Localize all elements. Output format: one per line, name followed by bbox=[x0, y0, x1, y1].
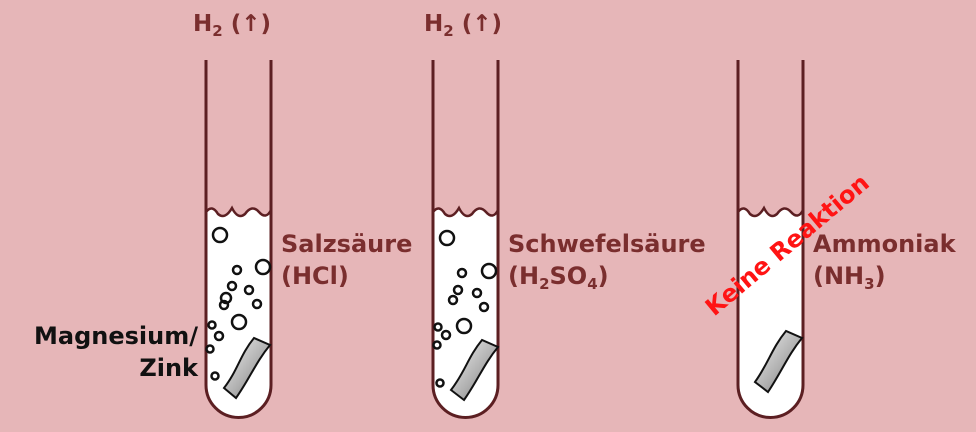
test-tube-2 bbox=[431, 60, 500, 419]
metal-label-line-1: Magnesium/ bbox=[34, 322, 198, 350]
metal-label-line-2: Zink bbox=[139, 354, 198, 382]
acid-name-1: Salzsäure bbox=[281, 230, 413, 258]
tube-2-meniscus bbox=[432, 205, 500, 218]
tube-1-glass bbox=[204, 60, 273, 419]
acid-formula-3: (NH3) bbox=[813, 262, 886, 293]
acid-formula-2: (H2SO4) bbox=[508, 262, 609, 293]
acid-name-3: Ammoniak bbox=[813, 230, 956, 258]
tube-3-liquid bbox=[738, 208, 803, 418]
tube-3-glass bbox=[736, 60, 805, 419]
acid-formula-1: (HCl) bbox=[281, 262, 349, 290]
tube-3-meniscus bbox=[737, 205, 805, 218]
tube-3-metal-strip bbox=[753, 329, 804, 394]
test-tube-1 bbox=[204, 60, 273, 419]
tube-2-glass bbox=[431, 60, 500, 419]
acid-label-tube-2: Schwefelsäure (H2SO4) bbox=[508, 228, 706, 292]
metal-label: Magnesium/ Zink bbox=[10, 320, 198, 384]
acid-name-2: Schwefelsäure bbox=[508, 230, 706, 258]
tube-1-meniscus bbox=[205, 205, 273, 218]
acid-label-tube-3: Ammoniak (NH3) bbox=[813, 228, 956, 292]
gas-label-tube-2: H2 (↑) bbox=[424, 11, 502, 40]
tube-2-bubbles bbox=[432, 229, 498, 388]
tube-2-metal-strip bbox=[449, 338, 500, 402]
test-tube-3 bbox=[736, 60, 805, 419]
acid-label-tube-1: Salzsäure (HCl) bbox=[281, 228, 412, 292]
tube-1-metal-strip bbox=[222, 336, 272, 400]
gas-label-tube-1: H2 (↑) bbox=[193, 11, 271, 40]
tube-1-bubbles bbox=[205, 226, 272, 381]
